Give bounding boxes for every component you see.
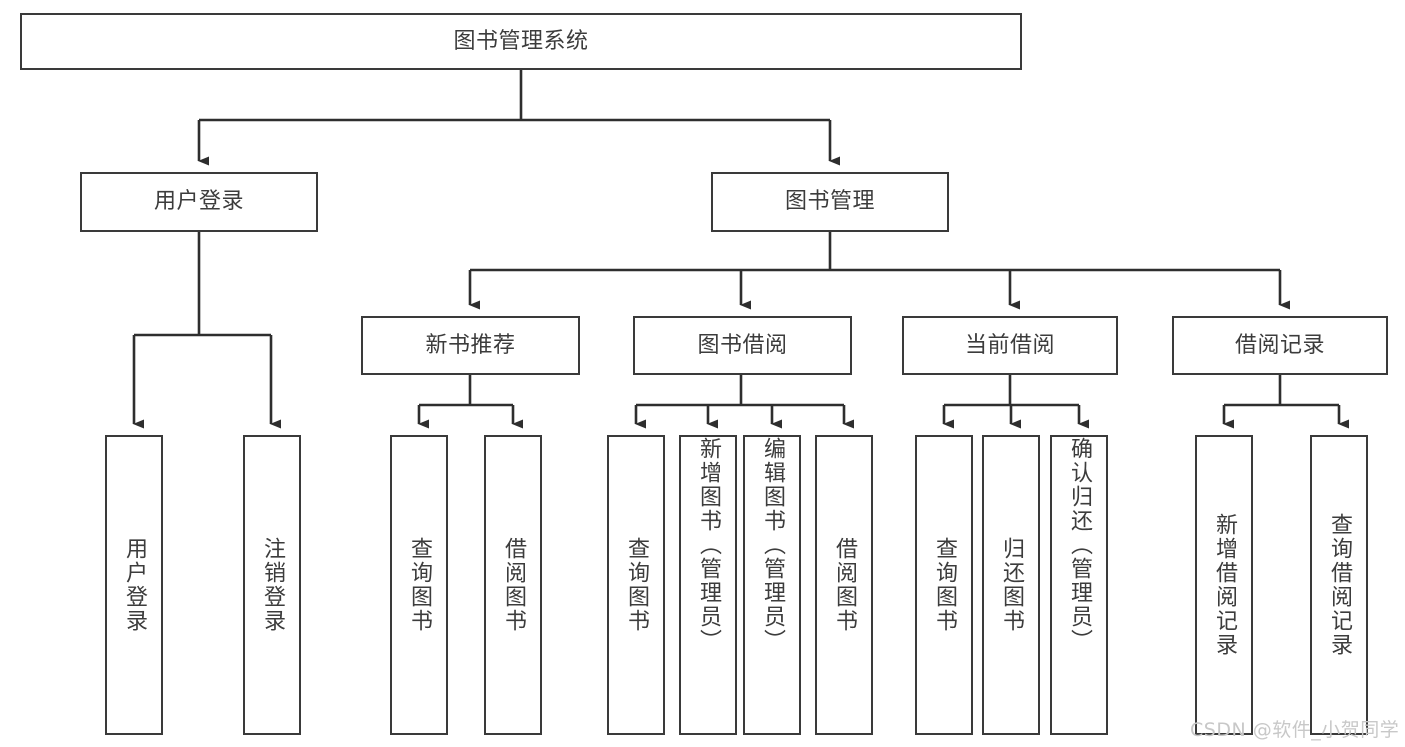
node-current-borrow[interactable]: 当前借阅 [902,316,1118,375]
node-label: 新书推荐 [425,332,516,358]
node-label: 查询借阅记录 [1327,513,1352,657]
leaf-current-borrow-return-book[interactable]: 归还图书 [982,435,1040,735]
node-label: 图书借阅 [697,332,788,358]
node-label: 借阅图书 [832,537,857,633]
leaf-book-borrow-query-book[interactable]: 查询图书 [607,435,665,735]
node-label: 用户登录 [153,189,244,215]
node-label: 编辑图书（管理员） [760,437,785,653]
node-label: 图书管理 [784,189,875,215]
node-label: 借阅图书 [501,537,526,633]
leaf-new-book-borrow-book[interactable]: 借阅图书 [484,435,542,735]
node-label: 注销登录 [260,537,285,633]
node-label: 新增图书（管理员） [696,437,721,653]
node-label: 确认归还（管理员） [1067,437,1092,653]
leaf-current-borrow-query-book[interactable]: 查询图书 [915,435,973,735]
node-label: 新增借阅记录 [1212,513,1237,657]
node-label: 归还图书 [999,537,1024,633]
node-label: 查询图书 [407,537,432,633]
leaf-user-login-login[interactable]: 用户登录 [105,435,163,735]
leaf-new-book-query-book[interactable]: 查询图书 [390,435,448,735]
node-label: 借阅记录 [1234,332,1325,358]
node-book-borrow[interactable]: 图书借阅 [633,316,852,375]
leaf-book-borrow-edit-book-admin[interactable]: 编辑图书（管理员） [743,435,801,735]
node-borrow-record[interactable]: 借阅记录 [1172,316,1388,375]
node-label: 图书管理系统 [453,28,589,54]
node-new-book-recommend[interactable]: 新书推荐 [361,316,580,375]
leaf-user-login-logout[interactable]: 注销登录 [243,435,301,735]
node-label: 查询图书 [932,537,957,633]
node-root-book-management-system[interactable]: 图书管理系统 [20,13,1022,70]
leaf-current-borrow-confirm-return-admin[interactable]: 确认归还（管理员） [1050,435,1108,735]
node-label: 用户登录 [122,537,147,633]
leaf-borrow-record-query-record[interactable]: 查询借阅记录 [1310,435,1368,735]
node-book-management[interactable]: 图书管理 [711,172,949,232]
node-label: 当前借阅 [964,332,1055,358]
leaf-borrow-record-add-record[interactable]: 新增借阅记录 [1195,435,1253,735]
node-label: 查询图书 [624,537,649,633]
leaf-book-borrow-borrow-book[interactable]: 借阅图书 [815,435,873,735]
csdn-watermark: CSDN @软件_小贺同学 [1190,719,1400,741]
node-user-login[interactable]: 用户登录 [80,172,318,232]
leaf-book-borrow-add-book-admin[interactable]: 新增图书（管理员） [679,435,737,735]
